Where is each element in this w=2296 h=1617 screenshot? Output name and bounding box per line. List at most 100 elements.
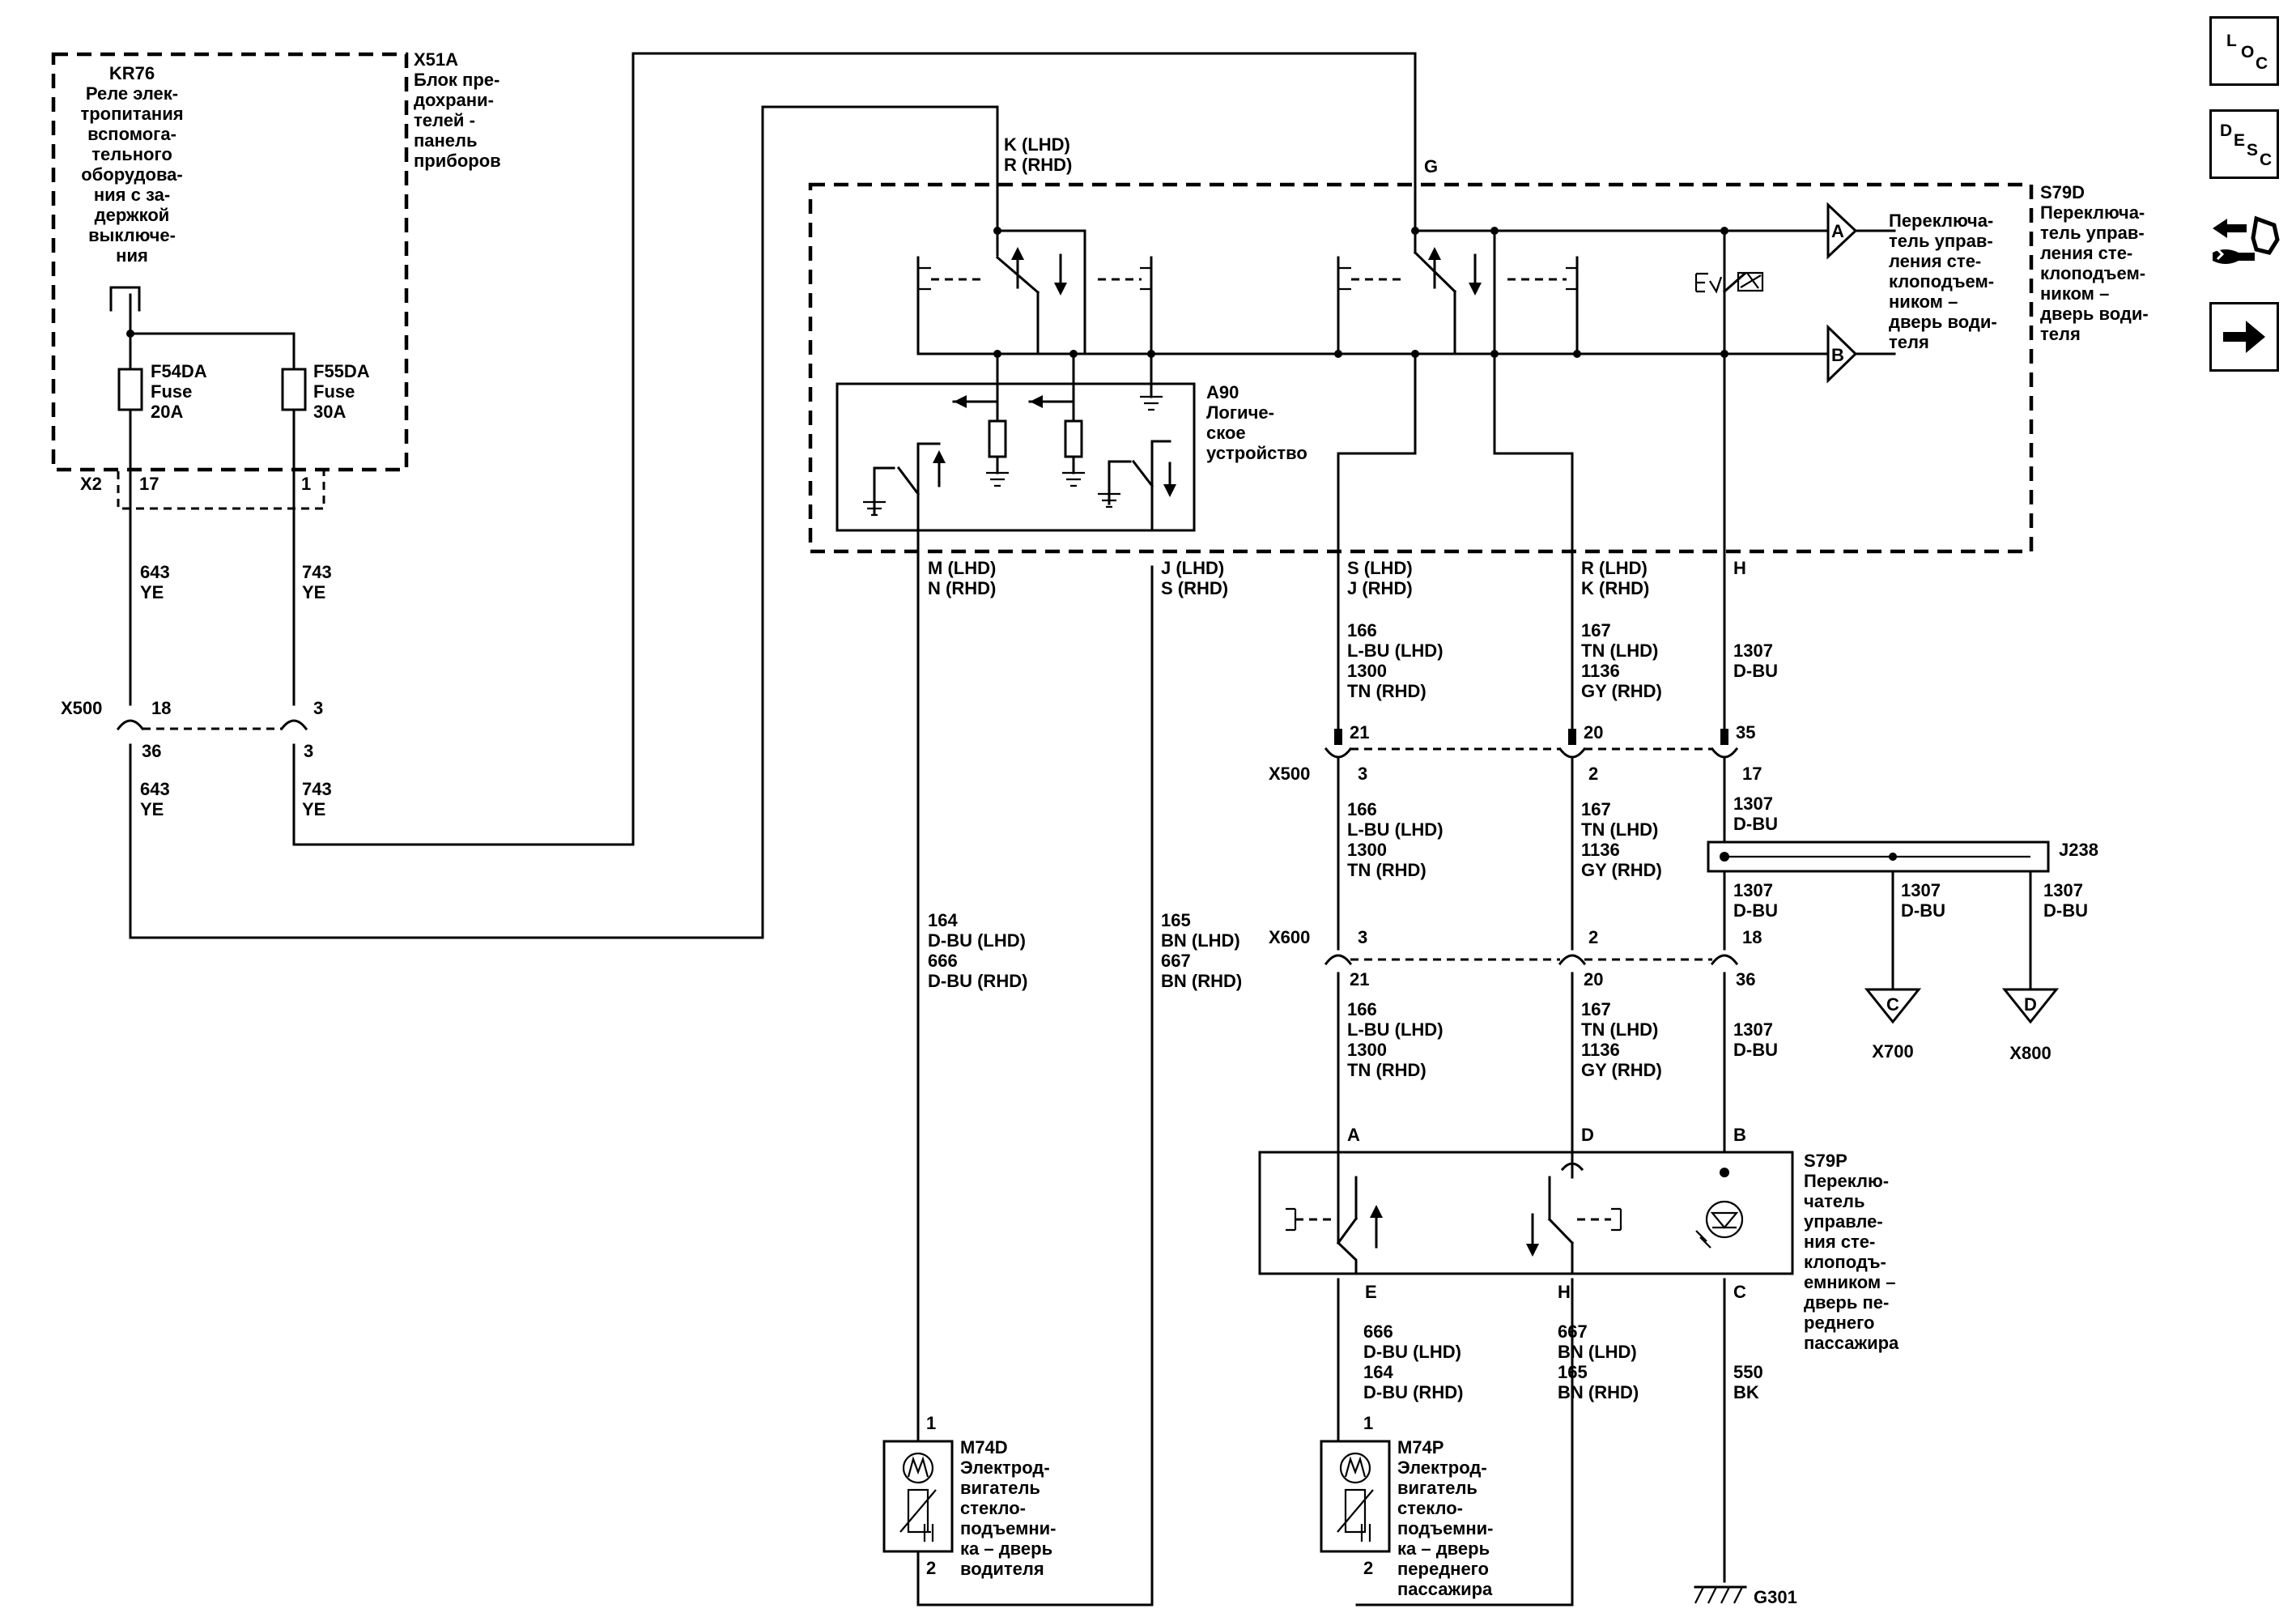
loc-button[interactable]: L O C (2209, 16, 2279, 86)
x600-pin-3: 3 (1358, 927, 1367, 947)
offpage-d-letter: D (2024, 994, 2037, 1015)
desc-icon: D E S C (2220, 121, 2273, 169)
svg-text:643: 643 (140, 779, 170, 799)
svg-text:1307: 1307 (1901, 880, 1941, 900)
s79p-id: S79P (1804, 1151, 1847, 1171)
svg-text:ния сте-: ния сте- (1804, 1232, 1875, 1252)
s79d-pin-g: G (1424, 156, 1438, 177)
a90-description: Логиче- ское устройство (1206, 402, 1307, 463)
svg-text:TN (RHD): TN (RHD) (1347, 681, 1426, 701)
svg-text:управле-: управле- (1804, 1211, 1883, 1232)
svg-text:тропитания: тропитания (80, 104, 183, 124)
x2-pin-1: 1 (301, 474, 311, 494)
svg-text:тель управ-: тель управ- (1889, 231, 1993, 251)
a90-pin-m-label: M (LHD) N (RHD) (928, 558, 996, 598)
svg-text:L-BU (LHD): L-BU (LHD) (1347, 1019, 1444, 1040)
offpage-c-symbol (1864, 988, 1922, 1024)
svg-text:TN (RHD): TN (RHD) (1347, 1060, 1426, 1080)
svg-text:клоподъем-: клоподъем- (1889, 271, 1994, 291)
wire-1307-lower-label: 1307 D-BU (1733, 1019, 1778, 1060)
arrow-right-icon (2223, 321, 2265, 353)
m74p-pin-1: 1 (1363, 1413, 1373, 1433)
svg-text:1300: 1300 (1347, 1040, 1387, 1060)
m74p-description: Электрод- вигатель стекло- подъемни- ка … (1397, 1457, 1494, 1599)
g301-id: G301 (1754, 1587, 1797, 1607)
svg-text:550: 550 (1733, 1362, 1763, 1382)
svg-text:N (RHD): N (RHD) (928, 578, 996, 598)
s79d-description: Переключа- тель управ- ления сте- клопод… (2040, 202, 2149, 344)
svg-text:1136: 1136 (1581, 840, 1620, 860)
x500-right-pin-3: 3 (1358, 764, 1367, 784)
x500-right-pin-2: 2 (1588, 764, 1598, 784)
svg-text:клоподъем-: клоподъем- (2040, 263, 2145, 283)
wire-166-upper-label: 166 L-BU (LHD) 1300 TN (RHD) (1347, 620, 1444, 701)
svg-text:клоподъ-: клоподъ- (1804, 1252, 1886, 1272)
svg-text:1136: 1136 (1581, 1040, 1620, 1060)
svg-text:оборудова-: оборудова- (81, 164, 183, 185)
s79d-pin-s-label: S (LHD) J (RHD) (1347, 558, 1413, 598)
svg-text:164: 164 (928, 910, 958, 930)
svg-text:ния с за-: ния с за- (94, 185, 170, 205)
wire-164-label: 164 D-BU (LHD) 666 D-BU (RHD) (928, 910, 1027, 991)
svg-text:дверь води-: дверь води- (1889, 312, 1997, 332)
svg-text:1136: 1136 (1581, 661, 1620, 681)
a90-top-pin-label: K (LHD) R (RHD) (1004, 134, 1072, 175)
svg-text:L-BU (LHD): L-BU (LHD) (1347, 640, 1444, 661)
s79d-id: S79D (2040, 182, 2085, 202)
f55da-label: F55DA Fuse 30A (313, 361, 370, 422)
svg-text:D-BU (RHD): D-BU (RHD) (1363, 1382, 1463, 1402)
a90-internals (863, 382, 1176, 532)
svg-text:1307: 1307 (2043, 880, 2083, 900)
svg-text:BN (LHD): BN (LHD) (1558, 1342, 1637, 1362)
desc-button[interactable]: D E S C (2209, 109, 2279, 179)
svg-text:R (LHD): R (LHD) (1581, 558, 1648, 578)
svg-text:стекло-: стекло- (1397, 1498, 1463, 1518)
svg-text:ское: ское (1206, 423, 1246, 443)
svg-text:вигатель: вигатель (1397, 1478, 1478, 1498)
x600-pin-18: 18 (1742, 927, 1762, 947)
svg-text:подъемни-: подъемни- (960, 1518, 1057, 1538)
kr76-id: KR76 (109, 63, 155, 83)
s79p-pin-c: C (1733, 1282, 1746, 1302)
svg-text:D-BU: D-BU (2043, 900, 2088, 921)
x500-right-pin-35: 35 (1736, 722, 1755, 743)
svg-text:166: 166 (1347, 620, 1377, 640)
x500-left-id: X500 (61, 698, 102, 718)
s79p-pin-d: D (1581, 1125, 1594, 1145)
wire-1307-j238-left-label: 1307 D-BU (1733, 880, 1778, 921)
svg-text:TN (RHD): TN (RHD) (1347, 860, 1426, 880)
m74d-description: Электрод- вигатель стекло- подъемни- ка … (960, 1457, 1057, 1579)
next-button[interactable] (2209, 302, 2279, 372)
svg-text:Электрод-: Электрод- (960, 1457, 1050, 1478)
connector-tool-button[interactable] (2209, 202, 2282, 275)
svg-text:K (RHD): K (RHD) (1581, 578, 1649, 598)
x600-connector (1324, 954, 1739, 966)
svg-text:YE: YE (302, 582, 325, 602)
svg-text:YE: YE (140, 582, 164, 602)
svg-text:1300: 1300 (1347, 840, 1387, 860)
svg-text:F54DA: F54DA (151, 361, 207, 381)
s79p-pin-b: B (1733, 1125, 1746, 1145)
wire-1307-j238-d-label: 1307 D-BU (2043, 880, 2088, 921)
svg-text:вспомога-: вспомога- (87, 124, 176, 144)
svg-text:Переключа-: Переключа- (2040, 202, 2145, 223)
svg-text:YE: YE (140, 799, 164, 819)
svg-text:BK: BK (1733, 1382, 1759, 1402)
svg-text:666: 666 (928, 951, 958, 971)
svg-text:30A: 30A (313, 402, 346, 422)
wire-1307-j238-c-label: 1307 D-BU (1901, 880, 1945, 921)
x51a-id: X51A (414, 49, 458, 70)
m74p-motor-symbol (1320, 1440, 1391, 1553)
wire-166-middle-label: 166 L-BU (LHD) 1300 TN (RHD) (1347, 799, 1444, 880)
offpage-d-symbol (2001, 988, 2060, 1024)
svg-text:165: 165 (1161, 910, 1191, 930)
svg-text:Переклю-: Переклю- (1804, 1171, 1889, 1191)
wire-1307-upper-label: 1307 D-BU (1733, 640, 1778, 681)
svg-text:S (LHD): S (LHD) (1347, 558, 1413, 578)
s79d-pin-r-label: R (LHD) K (RHD) (1581, 558, 1649, 598)
wire-550-label: 550 BK (1733, 1362, 1763, 1402)
svg-text:643: 643 (140, 562, 170, 582)
x500-right-id: X500 (1269, 764, 1310, 784)
svg-text:Блок пре-: Блок пре- (414, 70, 500, 90)
x600-pin-20: 20 (1584, 969, 1603, 989)
